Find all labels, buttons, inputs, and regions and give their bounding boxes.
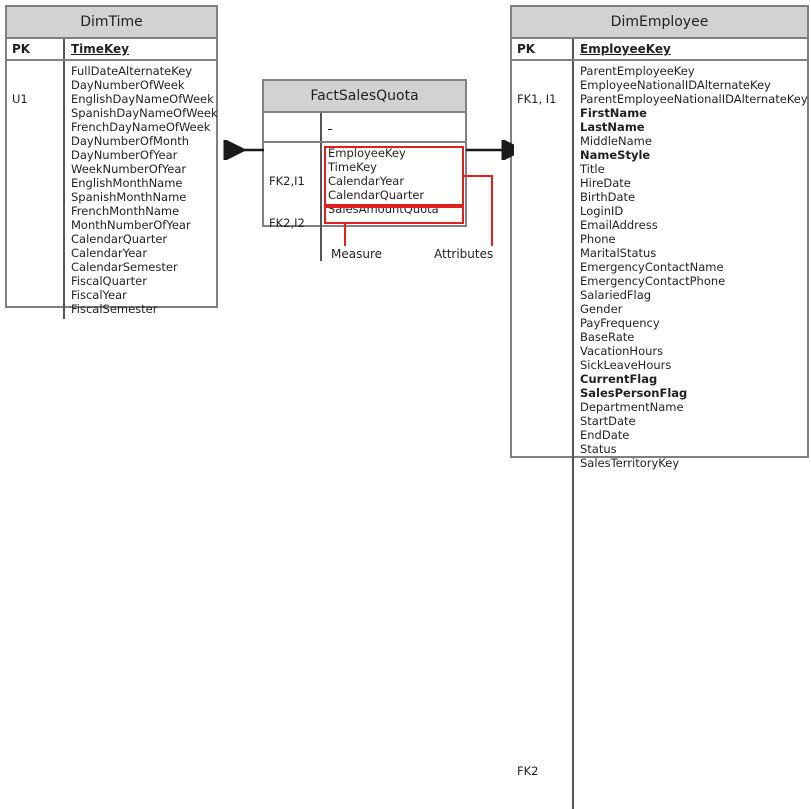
- field-item: SpanishDayNameOfWeek: [71, 106, 218, 120]
- field-item: WeekNumberOfYear: [71, 162, 187, 176]
- field-item: FrenchDayNameOfWeek: [71, 120, 211, 134]
- key-tag: FK1, I1: [517, 92, 557, 106]
- field-item: DayNumberOfMonth: [71, 134, 190, 148]
- key-column-dim-employee: FK1, I1 xxx xxx xxx xxx xxx xxx xxx xxx …: [512, 61, 574, 809]
- field-item: EmergencyContactPhone: [580, 274, 726, 288]
- field-item: EmployeeNationalIDAlternateKey: [580, 78, 771, 92]
- pk-field-dim-time: TimeKey: [71, 42, 129, 56]
- field-item: CalendarYear: [328, 174, 405, 188]
- pk-section-dim-employee: PK EmployeeKey: [512, 39, 807, 61]
- annotation-label-measure: Measure: [331, 247, 382, 261]
- field-item: SalariedFlag: [580, 288, 652, 302]
- field-item: DayNumberOfWeek: [71, 78, 185, 92]
- entity-dim-time[interactable]: DimTime PK TimeKey U1 FullDateAlternateK…: [5, 5, 218, 319]
- field-item: MiddleName: [580, 134, 652, 148]
- field-item: EndDate: [580, 428, 630, 442]
- field-item: TimeKey: [328, 160, 377, 174]
- field-item: FrenchMonthName: [71, 204, 180, 218]
- field-item: FullDateAlternateKey: [71, 64, 193, 78]
- fields-section-fact-sales-quota: FK2,I1 FK2,I2 EmployeeKey TimeKey Calend…: [264, 143, 465, 261]
- field-item: VacationHours: [580, 344, 664, 358]
- field-item: FiscalQuarter: [71, 274, 147, 288]
- key-column-fact-sales-quota: FK2,I1 FK2,I2: [264, 143, 322, 261]
- field-item: DayNumberOfYear: [71, 148, 178, 162]
- field-item: DepartmentName: [580, 400, 684, 414]
- field-item: EmailAddress: [580, 218, 658, 232]
- relationship-dimtime-factsalesquota: [223, 140, 264, 160]
- field-item: CalendarYear: [71, 246, 148, 260]
- field-list-dim-time: FullDateAlternateKey DayNumberOfWeek Eng…: [65, 61, 222, 319]
- field-item: EmployeeKey: [328, 146, 406, 160]
- field-item: MaritalStatus: [580, 246, 657, 260]
- field-item: BaseRate: [580, 330, 635, 344]
- field-item: SalesPersonFlag: [580, 386, 688, 400]
- field-item: SpanishMonthName: [71, 190, 187, 204]
- pk-field-dim-employee: EmployeeKey: [580, 42, 671, 56]
- annotation-label-attributes: Attributes: [434, 247, 494, 261]
- field-item: MonthNumberOfYear: [71, 218, 191, 232]
- field-item: SickLeaveHours: [580, 358, 672, 372]
- fields-section-dim-employee: FK1, I1 xxx xxx xxx xxx xxx xxx xxx xxx …: [512, 61, 808, 809]
- field-item: HireDate: [580, 176, 631, 190]
- field-item: ParentEmployeeKey: [580, 64, 695, 78]
- field-item: StartDate: [580, 414, 636, 428]
- pk-label-fact-sales-quota: [264, 113, 322, 141]
- key-tag-bottom: FK2: [517, 764, 539, 778]
- entity-dim-employee[interactable]: DimEmployee PK EmployeeKey FK1, I1 xxx x…: [510, 5, 809, 809]
- field-item: CalendarSemester: [71, 260, 178, 274]
- field-item: EnglishDayNameOfWeek: [71, 92, 214, 106]
- field-item: NameStyle: [580, 148, 651, 162]
- field-item: LoginID: [580, 204, 624, 218]
- leader-line-measure: [344, 224, 346, 246]
- field-item: Title: [580, 162, 605, 176]
- field-item: CalendarQuarter: [328, 188, 425, 202]
- field-item: CalendarQuarter: [71, 232, 168, 246]
- field-item: PayFrequency: [580, 316, 660, 330]
- field-item: FiscalYear: [71, 288, 127, 302]
- leader-line-attributes: [462, 175, 493, 246]
- key-column-dim-time: U1: [7, 61, 65, 319]
- key-tag: FK2,I2: [269, 216, 305, 230]
- pk-field-fact-sales-quota: [328, 117, 332, 131]
- field-item: BirthDate: [580, 190, 636, 204]
- field-list-dim-employee: ParentEmployeeKey EmployeeNationalIDAlte…: [574, 61, 811, 473]
- entity-fact-sales-quota[interactable]: FactSalesQuota FK2,I1 FK2,I2 EmployeeKey…: [262, 79, 467, 261]
- field-item: CurrentFlag: [580, 372, 658, 386]
- field-item: FirstName: [580, 106, 647, 120]
- key-tag: U1: [12, 92, 28, 106]
- field-item: Gender: [580, 302, 623, 316]
- pk-section-dim-time: PK TimeKey: [7, 39, 216, 61]
- field-item: LastName: [580, 120, 645, 134]
- relationship-factsalesquota-dimemployee: [466, 140, 514, 160]
- pk-section-fact-sales-quota: [264, 113, 465, 143]
- field-item: SalesAmountQuota: [328, 202, 439, 216]
- field-item: EmergencyContactName: [580, 260, 724, 274]
- field-item: SalesTerritoryKey: [580, 456, 680, 470]
- field-item: ParentEmployeeNationalIDAlternateKey: [580, 92, 808, 106]
- entity-title-dim-time: DimTime: [7, 7, 216, 39]
- field-item: Status: [580, 442, 617, 456]
- entity-title-fact-sales-quota: FactSalesQuota: [264, 81, 465, 113]
- field-item: FiscalSemester: [71, 302, 158, 316]
- field-list-fact-sales-quota: EmployeeKey TimeKey CalendarYear Calenda…: [322, 143, 465, 219]
- fields-section-dim-time: U1 FullDateAlternateKey DayNumberOfWeek …: [7, 61, 218, 319]
- field-item: Phone: [580, 232, 616, 246]
- pk-label-dim-employee: PK: [512, 39, 574, 59]
- pk-label-dim-time: PK: [7, 39, 65, 59]
- field-item: EnglishMonthName: [71, 176, 183, 190]
- key-tag: FK2,I1: [269, 174, 305, 188]
- entity-title-dim-employee: DimEmployee: [512, 7, 807, 39]
